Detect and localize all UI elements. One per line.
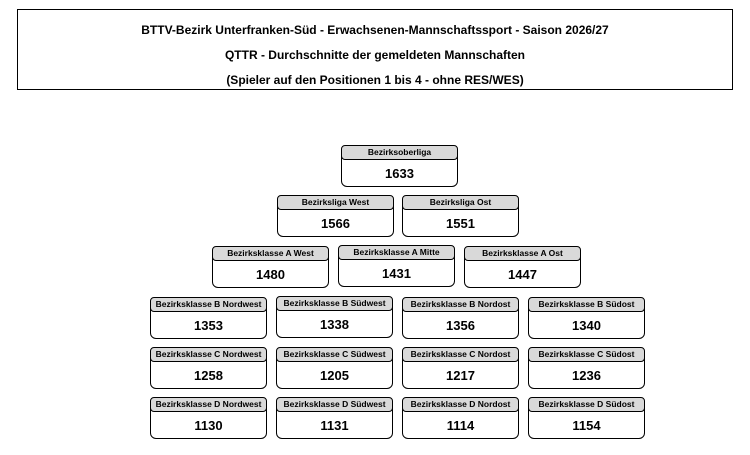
- card-bezirksklasse-c-suedwest: Bezirksklasse C Südwest 1205: [276, 347, 393, 389]
- card-bezirksliga-west: Bezirksliga West 1566: [277, 195, 394, 237]
- card-label: Bezirksklasse C Nordost: [402, 347, 519, 362]
- card-value: 1356: [446, 318, 475, 333]
- card-bezirksklasse-d-suedost: Bezirksklasse D Südost 1154: [528, 397, 645, 439]
- card-value: 1236: [572, 368, 601, 383]
- card-label: Bezirksoberliga: [341, 145, 458, 160]
- card-value: 1154: [572, 418, 601, 433]
- card-value: 1338: [320, 317, 349, 332]
- card-label: Bezirksklasse A Mitte: [338, 245, 455, 260]
- card-label: Bezirksklasse D Südwest: [276, 397, 393, 412]
- card-value: 1130: [194, 418, 223, 433]
- card-value: 1258: [194, 368, 223, 383]
- card-value: 1217: [446, 368, 475, 383]
- card-bezirksklasse-c-nordost: Bezirksklasse C Nordost 1217: [402, 347, 519, 389]
- card-bezirksklasse-a-ost: Bezirksklasse A Ost 1447: [464, 246, 581, 288]
- card-bezirksklasse-b-nordost: Bezirksklasse B Nordost 1356: [402, 297, 519, 339]
- card-value: 1114: [446, 418, 475, 433]
- card-value: 1340: [572, 318, 601, 333]
- card-bezirksklasse-b-nordwest: Bezirksklasse B Nordwest 1353: [150, 297, 267, 339]
- card-value: 1480: [256, 267, 285, 282]
- card-label: Bezirksklasse A Ost: [464, 246, 581, 261]
- card-value: 1633: [385, 166, 414, 181]
- card-bezirksklasse-d-nordwest: Bezirksklasse D Nordwest 1130: [150, 397, 267, 439]
- card-value: 1447: [508, 267, 537, 282]
- card-label: Bezirksklasse D Nordost: [402, 397, 519, 412]
- header-box: BTTV-Bezirk Unterfranken-Süd - Erwachsen…: [17, 9, 733, 90]
- card-bezirksklasse-d-nordost: Bezirksklasse D Nordost 1114: [402, 397, 519, 439]
- card-label: Bezirksklasse B Südost: [528, 297, 645, 312]
- card-label: Bezirksklasse C Südwest: [276, 347, 393, 362]
- card-bezirksklasse-d-suedwest: Bezirksklasse D Südwest 1131: [276, 397, 393, 439]
- card-label: Bezirksklasse A West: [212, 246, 329, 261]
- card-label: Bezirksklasse D Südost: [528, 397, 645, 412]
- card-value: 1131: [320, 418, 349, 433]
- card-label: Bezirksklasse B Nordwest: [150, 297, 267, 312]
- card-bezirksklasse-c-suedost: Bezirksklasse C Südost 1236: [528, 347, 645, 389]
- card-value: 1431: [382, 266, 411, 281]
- header-note: (Spieler auf den Positionen 1 bis 4 - oh…: [226, 73, 524, 87]
- card-value: 1205: [320, 368, 349, 383]
- card-bezirksklasse-a-west: Bezirksklasse A West 1480: [212, 246, 329, 288]
- card-bezirksklasse-b-suedost: Bezirksklasse B Südost 1340: [528, 297, 645, 339]
- card-bezirksoberliga: Bezirksoberliga 1633: [341, 145, 458, 187]
- card-bezirksklasse-c-nordwest: Bezirksklasse C Nordwest 1258: [150, 347, 267, 389]
- card-label: Bezirksklasse B Nordost: [402, 297, 519, 312]
- card-label: Bezirksklasse C Südost: [528, 347, 645, 362]
- card-label: Bezirksliga West: [277, 195, 394, 210]
- card-value: 1566: [321, 216, 350, 231]
- card-label: Bezirksklasse C Nordwest: [150, 347, 267, 362]
- card-label: Bezirksklasse D Nordwest: [150, 397, 267, 412]
- card-value: 1353: [194, 318, 223, 333]
- card-label: Bezirksklasse B Südwest: [276, 296, 393, 311]
- header-subtitle: QTTR - Durchschnitte der gemeldeten Mann…: [224, 48, 526, 62]
- card-value: 1551: [446, 216, 475, 231]
- card-bezirksliga-ost: Bezirksliga Ost 1551: [402, 195, 519, 237]
- card-bezirksklasse-a-mitte: Bezirksklasse A Mitte 1431: [338, 245, 455, 287]
- header-title: BTTV-Bezirk Unterfranken-Süd - Erwachsen…: [141, 23, 609, 37]
- card-bezirksklasse-b-suedwest: Bezirksklasse B Südwest 1338: [276, 296, 393, 338]
- card-label: Bezirksliga Ost: [402, 195, 519, 210]
